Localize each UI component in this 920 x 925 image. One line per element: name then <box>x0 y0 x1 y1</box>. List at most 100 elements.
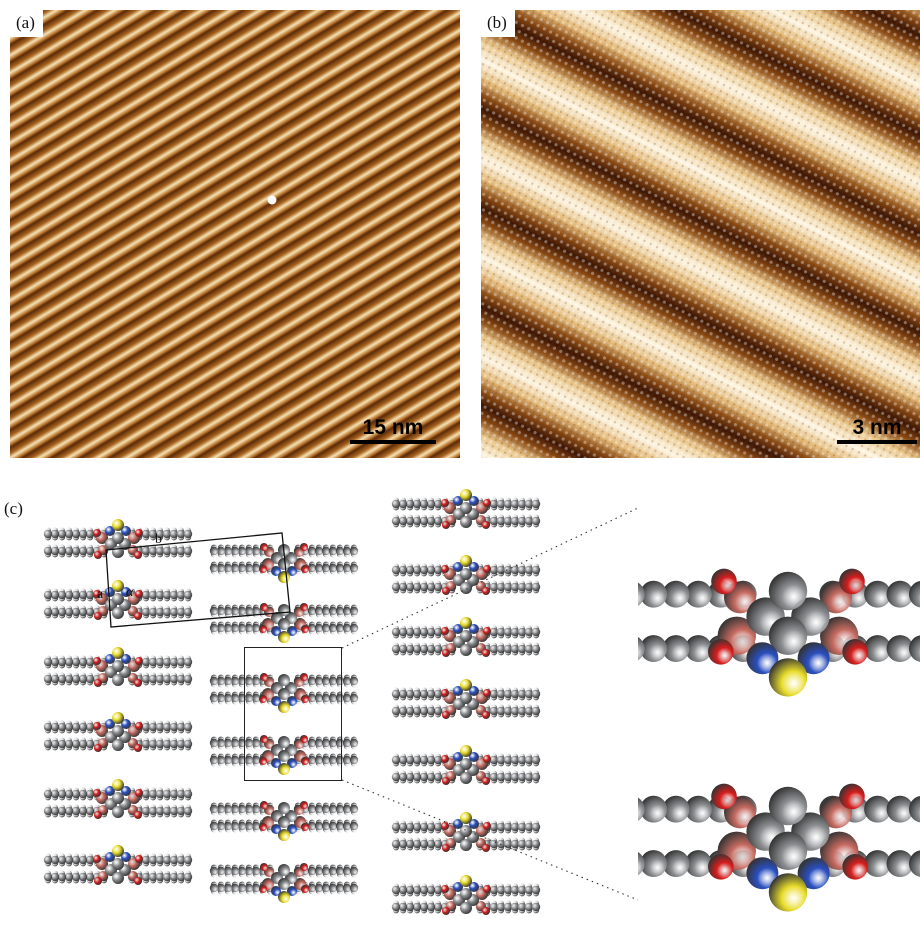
carbon-atom <box>237 804 247 814</box>
carbon-atom <box>510 822 520 832</box>
carbon-atom <box>405 644 415 654</box>
carbon-atom <box>71 855 81 865</box>
sulfur-atom <box>278 763 290 775</box>
carbon-atom <box>510 755 520 765</box>
carbon-atom <box>216 804 226 814</box>
carbon-atom <box>244 866 254 876</box>
carbon-atom <box>489 755 499 765</box>
carbon-atom <box>237 866 247 876</box>
carbon-atom <box>251 883 261 893</box>
carbon-atom <box>489 516 499 526</box>
carbon-atom <box>85 657 95 667</box>
carbon-atom <box>43 590 53 600</box>
carbon-atom <box>433 499 443 509</box>
carbon-atom <box>426 499 436 509</box>
carbon-atom <box>64 590 74 600</box>
carbon-atom <box>64 872 74 882</box>
carbon-atom <box>503 885 513 895</box>
carbon-atom <box>216 623 226 633</box>
carbon-atom <box>517 516 527 526</box>
carbon-atom <box>155 722 165 732</box>
carbon-atom <box>148 855 158 865</box>
molecule <box>391 489 541 529</box>
carbon-atom <box>278 736 290 748</box>
carbon-atom <box>328 693 338 703</box>
molecule <box>43 712 193 752</box>
carbon-atom <box>216 755 226 765</box>
molecule <box>209 603 359 643</box>
carbon-atom <box>517 772 527 782</box>
oxygen-atom <box>134 551 142 559</box>
oxygen-atom <box>441 565 449 573</box>
carbon-atom <box>183 590 193 600</box>
carbon-atom <box>426 822 436 832</box>
carbon-atom <box>162 546 172 556</box>
carbon-atom <box>50 722 60 732</box>
nitrogen-atom <box>453 624 463 634</box>
oxygen-atom <box>708 854 734 880</box>
molecule <box>43 779 193 819</box>
carbon-atom <box>141 529 151 539</box>
carbon-atom <box>64 789 74 799</box>
carbon-atom <box>321 883 331 893</box>
carbon-atom <box>349 693 359 703</box>
carbon-atom <box>391 516 401 526</box>
carbon-atom <box>412 582 422 592</box>
carbon-atom <box>183 789 193 799</box>
carbon-atom <box>176 789 186 799</box>
carbon-atom <box>510 885 520 895</box>
carbon-atom <box>524 822 534 832</box>
carbon-atom <box>405 902 415 912</box>
carbon-atom <box>412 627 422 637</box>
carbon-atom <box>510 565 520 575</box>
carbon-atom <box>524 885 534 895</box>
carbon-atom <box>183 607 193 617</box>
carbon-atom <box>155 590 165 600</box>
carbon-atom <box>155 855 165 865</box>
carbon-atom <box>662 580 690 608</box>
carbon-atom <box>391 689 401 699</box>
panel-b-label: (b) <box>481 10 515 37</box>
carbon-atom <box>85 529 95 539</box>
carbon-atom <box>112 725 124 737</box>
molecule <box>209 543 359 583</box>
carbon-atom <box>412 644 422 654</box>
carbon-atom <box>496 582 506 592</box>
carbon-atom <box>489 885 499 895</box>
scale-bar-a-text: 15 nm <box>362 416 424 439</box>
carbon-atom <box>141 789 151 799</box>
carbon-atom <box>176 806 186 816</box>
carbon-atom <box>71 590 81 600</box>
carbon-atom <box>684 635 712 663</box>
carbon-atom <box>223 693 233 703</box>
zoom-leader-top <box>341 507 639 649</box>
carbon-atom <box>244 883 254 893</box>
carbon-atom <box>278 816 290 828</box>
carbon-atom <box>71 546 81 556</box>
carbon-atom <box>503 772 513 782</box>
carbon-atom <box>244 623 254 633</box>
carbon-atom <box>489 902 499 912</box>
carbon-atom <box>335 883 345 893</box>
nitrogen-atom <box>105 786 115 796</box>
carbon-atom <box>531 772 541 782</box>
carbon-atom <box>78 607 88 617</box>
nitrogen-atom <box>105 852 115 862</box>
carbon-atom <box>510 839 520 849</box>
carbon-atom <box>162 739 172 749</box>
carbon-atom <box>496 644 506 654</box>
carbon-atom <box>426 516 436 526</box>
carbon-atom <box>349 676 359 686</box>
carbon-atom <box>391 627 401 637</box>
carbon-atom <box>244 676 254 686</box>
carbon-atom <box>223 883 233 893</box>
carbon-atom <box>349 606 359 616</box>
carbon-atom <box>169 806 179 816</box>
oxygen-atom <box>301 823 309 831</box>
carbon-atom <box>391 822 401 832</box>
carbon-atom <box>141 722 151 732</box>
molecule <box>391 555 541 595</box>
oxygen-atom <box>94 679 102 687</box>
carbon-atom <box>335 866 345 876</box>
carbon-atom <box>433 582 443 592</box>
